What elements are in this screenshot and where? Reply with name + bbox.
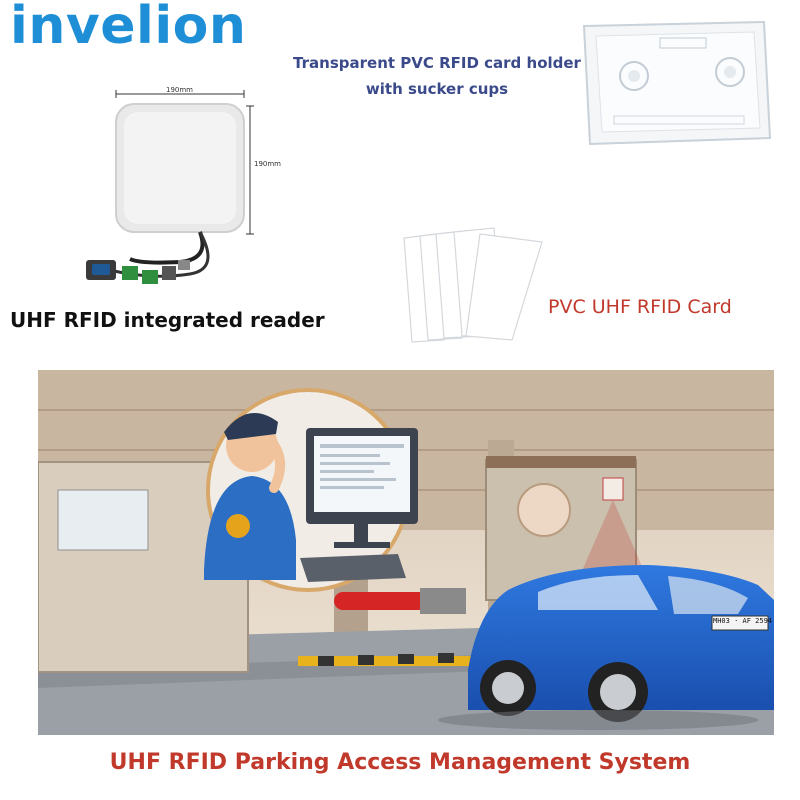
uhf-reader-image bbox=[86, 90, 254, 284]
card-caption: PVC UHF RFID Card bbox=[548, 296, 732, 318]
reader-caption: UHF RFID integrated reader bbox=[10, 308, 325, 332]
brand-logo-text: invelion bbox=[10, 0, 247, 56]
reader-height-label: 190mm bbox=[254, 160, 281, 168]
parking-scene-illustration bbox=[38, 370, 774, 735]
holder-caption: Transparent PVC RFID card holder with su… bbox=[282, 50, 592, 102]
license-plate: MH03 · AF 2594 bbox=[713, 617, 773, 625]
card-holder-image bbox=[582, 20, 772, 146]
reader-width-label: 190mm bbox=[166, 86, 193, 94]
system-caption: UHF RFID Parking Access Management Syste… bbox=[109, 750, 691, 775]
holder-caption-line1: Transparent PVC RFID card holder bbox=[293, 54, 581, 72]
rfid-cards-image bbox=[403, 227, 543, 343]
holder-caption-line2: with sucker cups bbox=[365, 80, 509, 98]
